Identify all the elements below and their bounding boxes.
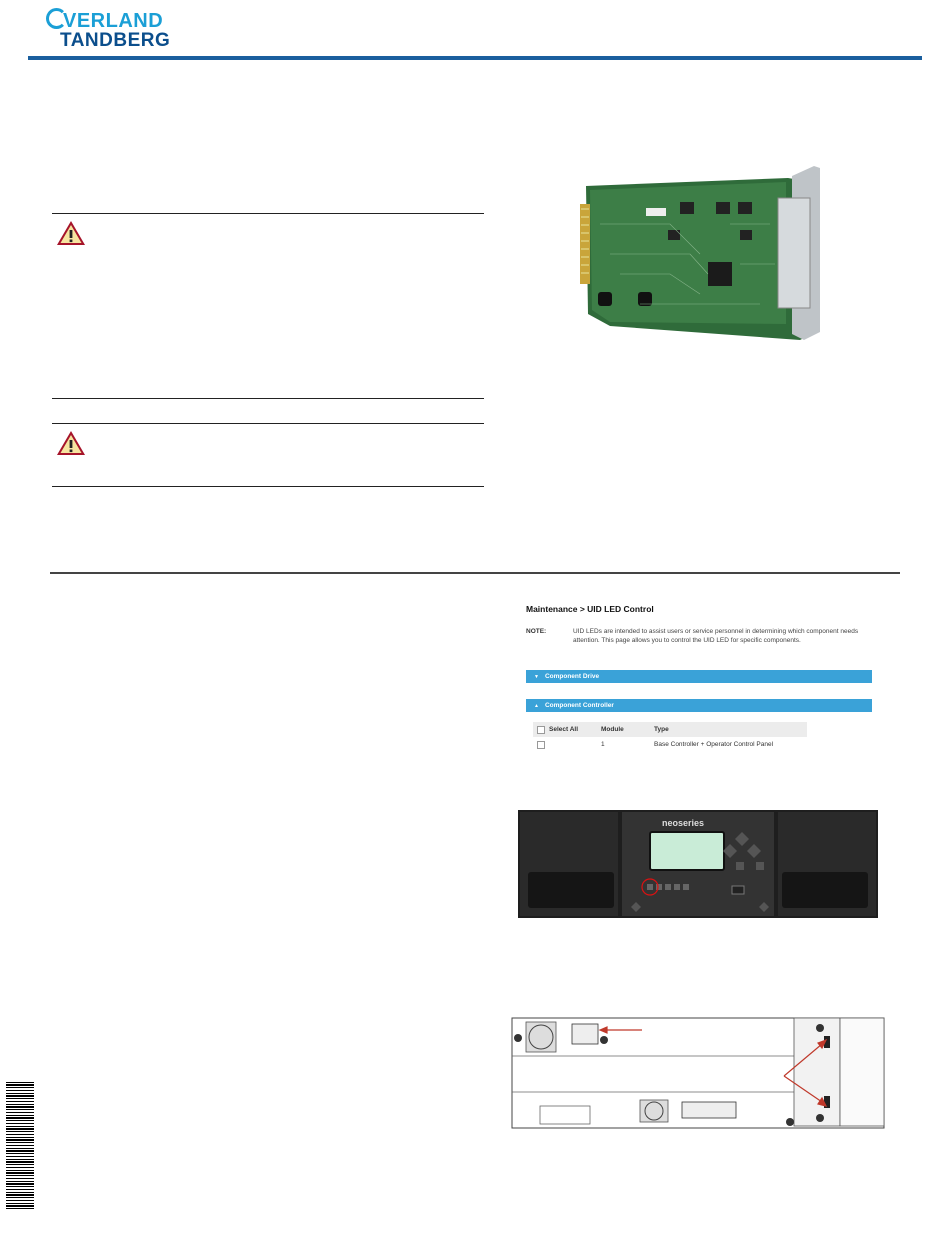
note-text: UID LEDs are intended to assist users or… [573,628,859,644]
brand-logo-line1: VERLAND [46,8,163,33]
logo-ring-icon [46,8,67,29]
notice-top-rule [52,213,484,214]
row-checkbox[interactable] [537,741,545,749]
library-front-panel-image: neoseries [518,810,878,918]
notice2-bottom-rule [52,486,484,487]
brand-logo-line2: TANDBERG [60,30,171,51]
column-type: Type [654,726,669,733]
controller-board-image [580,166,820,340]
triangle-down-icon: ▼ [534,674,539,680]
header-rule [28,56,922,60]
front-panel-brand: neoseries [662,818,704,828]
component-table: Select All Module Type 1 Base Controller… [533,722,807,751]
triangle-up-icon: ▲ [534,703,539,709]
table-row: 1 Base Controller + Operator Control Pan… [533,737,807,751]
column-module: Module [601,726,624,733]
notice2-top-rule [52,423,484,424]
warning-triangle-icon [57,221,85,245]
cell-type: Base Controller + Operator Control Panel [654,741,774,748]
section-divider [50,572,900,574]
note-label: NOTE: [526,628,547,635]
page-title: Maintenance > UID LED Control [526,604,654,614]
section-component-drive[interactable]: ▼Component Drive [526,670,872,683]
uid-led-control-screenshot: Maintenance > UID LED Control NOTE: UID … [520,598,876,758]
document-barcode [6,1082,34,1210]
select-all-checkbox[interactable] [537,726,545,734]
column-select-all: Select All [549,726,579,733]
section-component-controller[interactable]: ▲Component Controller [526,699,872,712]
table-header: Select All Module Type [533,722,807,737]
library-rear-panel-image [511,1017,885,1129]
cell-module: 1 [601,741,605,748]
warning-triangle-icon [57,431,85,455]
notice-divider-rule [52,398,484,399]
